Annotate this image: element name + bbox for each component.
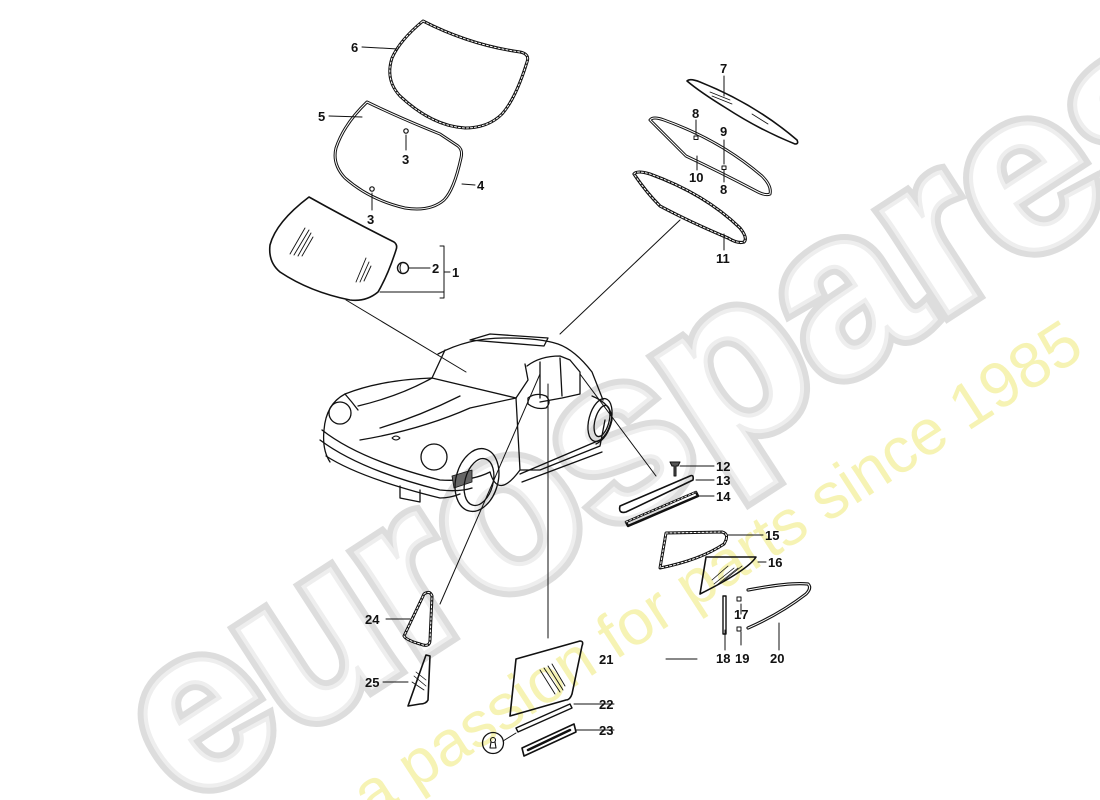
part-6-windscreen-seal[interactable] bbox=[388, 19, 530, 130]
part-3-clip-upper[interactable] bbox=[403, 128, 409, 134]
label-part-10[interactable]: 10 bbox=[689, 170, 703, 185]
part-12-screw[interactable] bbox=[669, 461, 681, 477]
part-19-clip[interactable] bbox=[736, 626, 742, 632]
car-illustration bbox=[319, 333, 613, 513]
label-part-22[interactable]: 22 bbox=[599, 697, 613, 712]
label-part-3-upper[interactable]: 3 bbox=[402, 152, 409, 167]
part-16-quarter-window-glass[interactable] bbox=[699, 556, 757, 595]
label-part-25[interactable]: 25 bbox=[365, 675, 379, 690]
watermark: eurospares eurospares a passion for part… bbox=[64, 0, 1100, 800]
part-21-door-glass[interactable] bbox=[509, 640, 584, 717]
label-part-8-upper[interactable]: 8 bbox=[692, 106, 699, 121]
part-5-windscreen-trim[interactable] bbox=[333, 100, 464, 211]
part-2-plug[interactable] bbox=[396, 261, 410, 275]
label-part-19[interactable]: 19 bbox=[735, 651, 749, 666]
label-part-8-lower[interactable]: 8 bbox=[720, 182, 727, 197]
label-part-20[interactable]: 20 bbox=[770, 651, 784, 666]
label-part-5[interactable]: 5 bbox=[318, 109, 325, 124]
part-3-clip-lower[interactable] bbox=[369, 186, 375, 192]
label-part-17[interactable]: 17 bbox=[734, 607, 748, 622]
part-labels: 6 5 3 3 4 2 1 7 8 9 10 8 11 12 13 14 15 … bbox=[318, 40, 784, 738]
label-part-18[interactable]: 18 bbox=[716, 651, 730, 666]
label-part-14[interactable]: 14 bbox=[716, 489, 731, 504]
label-part-12[interactable]: 12 bbox=[716, 459, 730, 474]
part-7-rear-window-glass[interactable] bbox=[686, 78, 799, 145]
part-20-quarter-trim[interactable] bbox=[746, 582, 812, 630]
part-17-clip[interactable] bbox=[736, 596, 742, 602]
part-8-clip-upper[interactable] bbox=[693, 135, 699, 140]
label-part-23[interactable]: 23 bbox=[599, 723, 613, 738]
part-14-seal-strip[interactable] bbox=[624, 490, 700, 528]
part-9-rear-window-trim[interactable] bbox=[648, 116, 772, 197]
label-part-13[interactable]: 13 bbox=[716, 473, 730, 488]
label-part-21[interactable]: 21 bbox=[599, 652, 613, 667]
part-25-vent-window-glass[interactable] bbox=[407, 654, 431, 707]
label-part-4[interactable]: 4 bbox=[477, 178, 485, 193]
label-part-16[interactable]: 16 bbox=[768, 555, 782, 570]
part-11-rear-window-seal[interactable] bbox=[632, 170, 747, 245]
label-part-7[interactable]: 7 bbox=[720, 61, 727, 76]
part-18-strip[interactable] bbox=[722, 595, 727, 635]
part-15-quarter-window-seal[interactable] bbox=[658, 530, 729, 570]
part-23-window-guide[interactable] bbox=[521, 723, 577, 757]
part-13-trim-strip[interactable] bbox=[618, 474, 694, 514]
label-part-15[interactable]: 15 bbox=[765, 528, 779, 543]
label-part-11[interactable]: 11 bbox=[716, 251, 730, 266]
label-part-1[interactable]: 1 bbox=[452, 265, 459, 280]
label-part-3-lower[interactable]: 3 bbox=[367, 212, 374, 227]
label-part-24[interactable]: 24 bbox=[365, 612, 380, 627]
leader-lines bbox=[328, 46, 780, 742]
part-8-clip-lower[interactable] bbox=[721, 165, 727, 170]
lock-keyhole-icon bbox=[481, 731, 505, 755]
label-part-9[interactable]: 9 bbox=[720, 124, 727, 139]
part-22-window-channel[interactable] bbox=[515, 703, 573, 733]
label-part-2[interactable]: 2 bbox=[432, 261, 439, 276]
part-1-windscreen-glass[interactable] bbox=[268, 196, 398, 302]
label-part-6[interactable]: 6 bbox=[351, 40, 358, 55]
part-24-vent-window-seal[interactable] bbox=[402, 590, 434, 647]
